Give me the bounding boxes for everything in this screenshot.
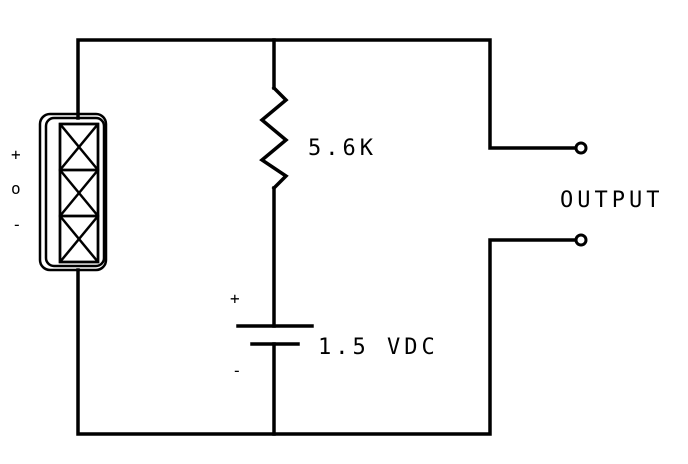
sensor-plus-sign: + [11, 145, 21, 164]
sensor-cell-cross [59, 215, 99, 263]
sensor-minus-sign: - [12, 215, 22, 234]
top-wire [76, 38, 580, 150]
sensor-cell-cross [59, 169, 99, 217]
output-terminals [574, 141, 588, 247]
battery-symbol [236, 324, 314, 346]
output-terminal-bottom [574, 233, 588, 247]
output-terminal-top [574, 141, 588, 155]
sensor-cell [58, 214, 100, 264]
battery-label: 1.5 VDC [318, 335, 439, 360]
resistor-symbol [259, 85, 289, 191]
resistor-label: 5.6K [308, 136, 377, 161]
bottom-wire [76, 238, 580, 436]
sensor-cells [58, 122, 100, 264]
battery-minus-sign: - [232, 361, 242, 380]
output-label: OUTPUT [560, 188, 663, 213]
sensor-inner-casing [44, 116, 106, 268]
wires [76, 38, 580, 436]
sensor-element [38, 112, 108, 272]
battery-plus-sign: + [230, 289, 240, 308]
sensor-outer-casing [38, 112, 108, 272]
sensor-mid-sign: o [11, 179, 21, 198]
sensor-cell-cross [59, 123, 99, 171]
